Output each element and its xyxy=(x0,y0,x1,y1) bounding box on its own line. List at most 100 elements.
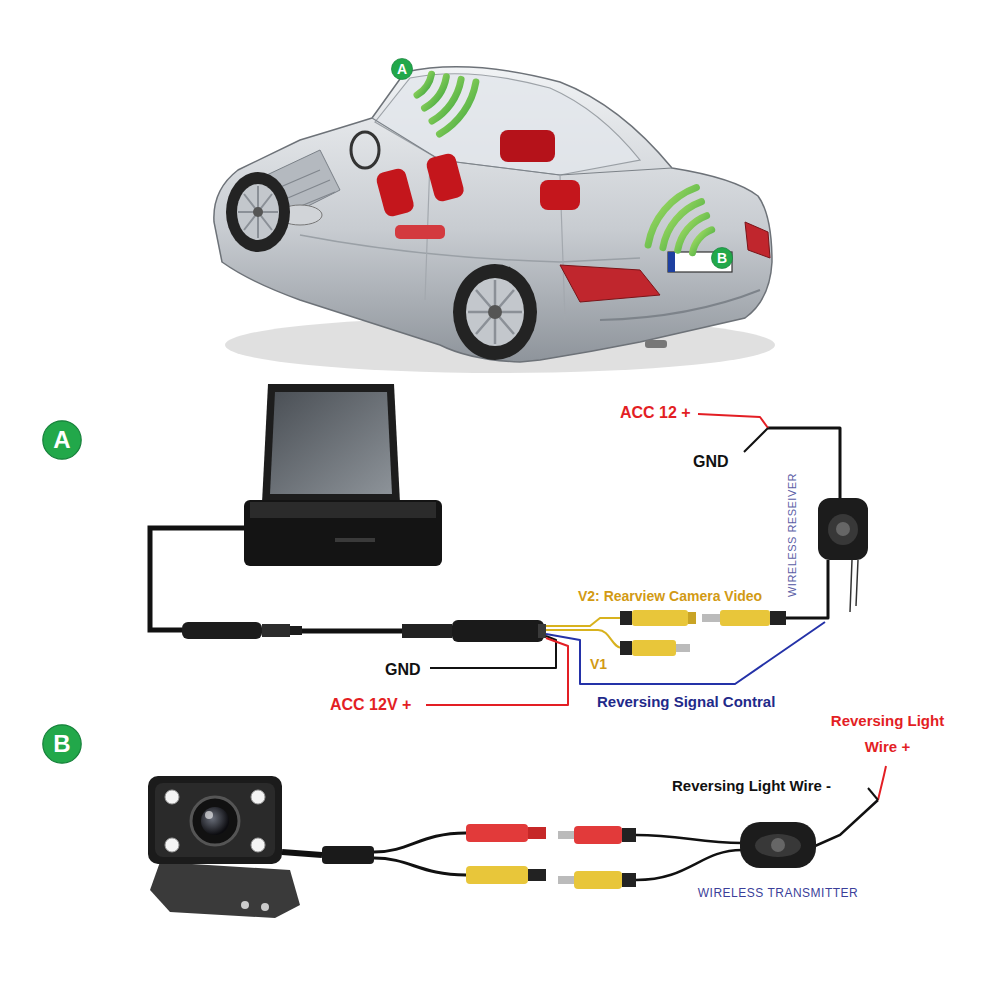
monitor xyxy=(335,538,375,542)
rca-plug xyxy=(702,614,720,622)
monitor-cable xyxy=(262,624,290,637)
radio-waves xyxy=(417,74,712,253)
wheel xyxy=(468,280,522,344)
rear-camera xyxy=(165,838,179,852)
wheel xyxy=(453,264,537,360)
signal-label: Reversing Signal Contral xyxy=(597,693,775,712)
wires xyxy=(546,630,622,648)
radio-waves xyxy=(693,230,712,253)
license-plate xyxy=(668,252,732,272)
camera-cable xyxy=(374,833,466,875)
rca-plug xyxy=(720,610,770,626)
rear-camera xyxy=(201,807,229,835)
section-letter: B xyxy=(53,732,70,756)
rear-camera xyxy=(150,862,300,918)
camera-cable xyxy=(528,869,546,881)
section-marker: B xyxy=(711,247,733,269)
monitor xyxy=(150,528,246,630)
device-label: WIRELESS RESEIVER xyxy=(786,473,799,597)
rear-camera xyxy=(251,790,265,804)
car-illustration xyxy=(560,265,660,302)
device-button xyxy=(836,522,850,536)
section-marker: A xyxy=(391,58,413,80)
monitor xyxy=(262,384,400,503)
rca-plug xyxy=(632,610,688,626)
camera-cable xyxy=(878,766,886,800)
section-letter: A xyxy=(397,62,407,76)
camera-cable xyxy=(466,866,528,884)
section-marker: A xyxy=(42,420,82,460)
ground-label: GND xyxy=(385,660,421,680)
device-button xyxy=(771,838,785,852)
monitor-cable xyxy=(452,620,544,642)
car-illustration xyxy=(351,132,379,168)
wires xyxy=(426,638,568,705)
wires xyxy=(768,428,840,498)
monitor-cable xyxy=(290,626,302,635)
seats xyxy=(500,130,555,162)
power-label: ACC 12V + xyxy=(330,695,411,715)
camera-cable xyxy=(282,852,322,855)
signal-label: V1 xyxy=(590,656,607,674)
marker-circle xyxy=(711,247,732,268)
radio-waves xyxy=(417,74,432,95)
monitor-cable xyxy=(182,622,262,639)
section-letter: A xyxy=(53,428,70,452)
marker-circle xyxy=(43,421,81,459)
monitor xyxy=(244,500,442,566)
marker-circle xyxy=(43,725,81,763)
car-illustration xyxy=(300,235,640,262)
marker-text-holder: B xyxy=(711,247,733,269)
rear-camera xyxy=(251,838,265,852)
camera-cable xyxy=(558,831,574,839)
radio-waves xyxy=(678,216,707,251)
marker-text-holder: A xyxy=(42,420,82,460)
rear-camera xyxy=(155,783,275,857)
wires xyxy=(546,622,825,684)
rca-plug xyxy=(770,611,786,625)
wheel xyxy=(453,264,537,360)
wheel xyxy=(226,172,290,252)
seats xyxy=(395,225,445,239)
wheel xyxy=(466,278,524,346)
rear-camera xyxy=(148,776,300,918)
rca-plug xyxy=(620,610,696,626)
wheel xyxy=(253,207,263,217)
camera-cable xyxy=(574,826,622,844)
rear-camera xyxy=(241,901,249,909)
rca-plug xyxy=(702,610,786,626)
wireless-receiver: WIRELESS RESEIVER xyxy=(818,498,868,560)
camera-cable xyxy=(528,827,546,839)
wheel xyxy=(238,186,278,238)
marker-text-holder: B xyxy=(42,724,82,764)
camera-cable xyxy=(815,800,878,846)
radio-waves xyxy=(432,79,461,121)
rear-camera xyxy=(165,790,179,804)
rear-camera xyxy=(205,811,213,819)
wires xyxy=(850,560,858,612)
wires xyxy=(430,636,556,668)
car-illustration xyxy=(214,67,775,373)
section-marker: B xyxy=(42,724,82,764)
wire-label: Reversing Light Wire + xyxy=(830,708,945,760)
camera-cable xyxy=(868,788,878,800)
marker-text-holder: A xyxy=(391,58,413,80)
camera-cable xyxy=(636,835,742,880)
monitor-cable xyxy=(402,624,452,638)
seats xyxy=(375,167,416,218)
camera-cable xyxy=(558,876,574,884)
wires xyxy=(426,414,858,705)
rca-plug xyxy=(688,612,696,624)
power-label: ACC 12 + xyxy=(620,403,691,423)
car-illustration xyxy=(600,290,760,320)
camera-cable xyxy=(322,846,374,864)
wires xyxy=(546,618,620,626)
car-illustration xyxy=(375,74,640,175)
car-illustration xyxy=(372,118,672,175)
ground-label: GND xyxy=(693,452,729,472)
rca-plug xyxy=(620,611,632,625)
seats xyxy=(540,180,580,210)
monitor xyxy=(270,392,392,494)
rear-camera xyxy=(148,776,282,864)
